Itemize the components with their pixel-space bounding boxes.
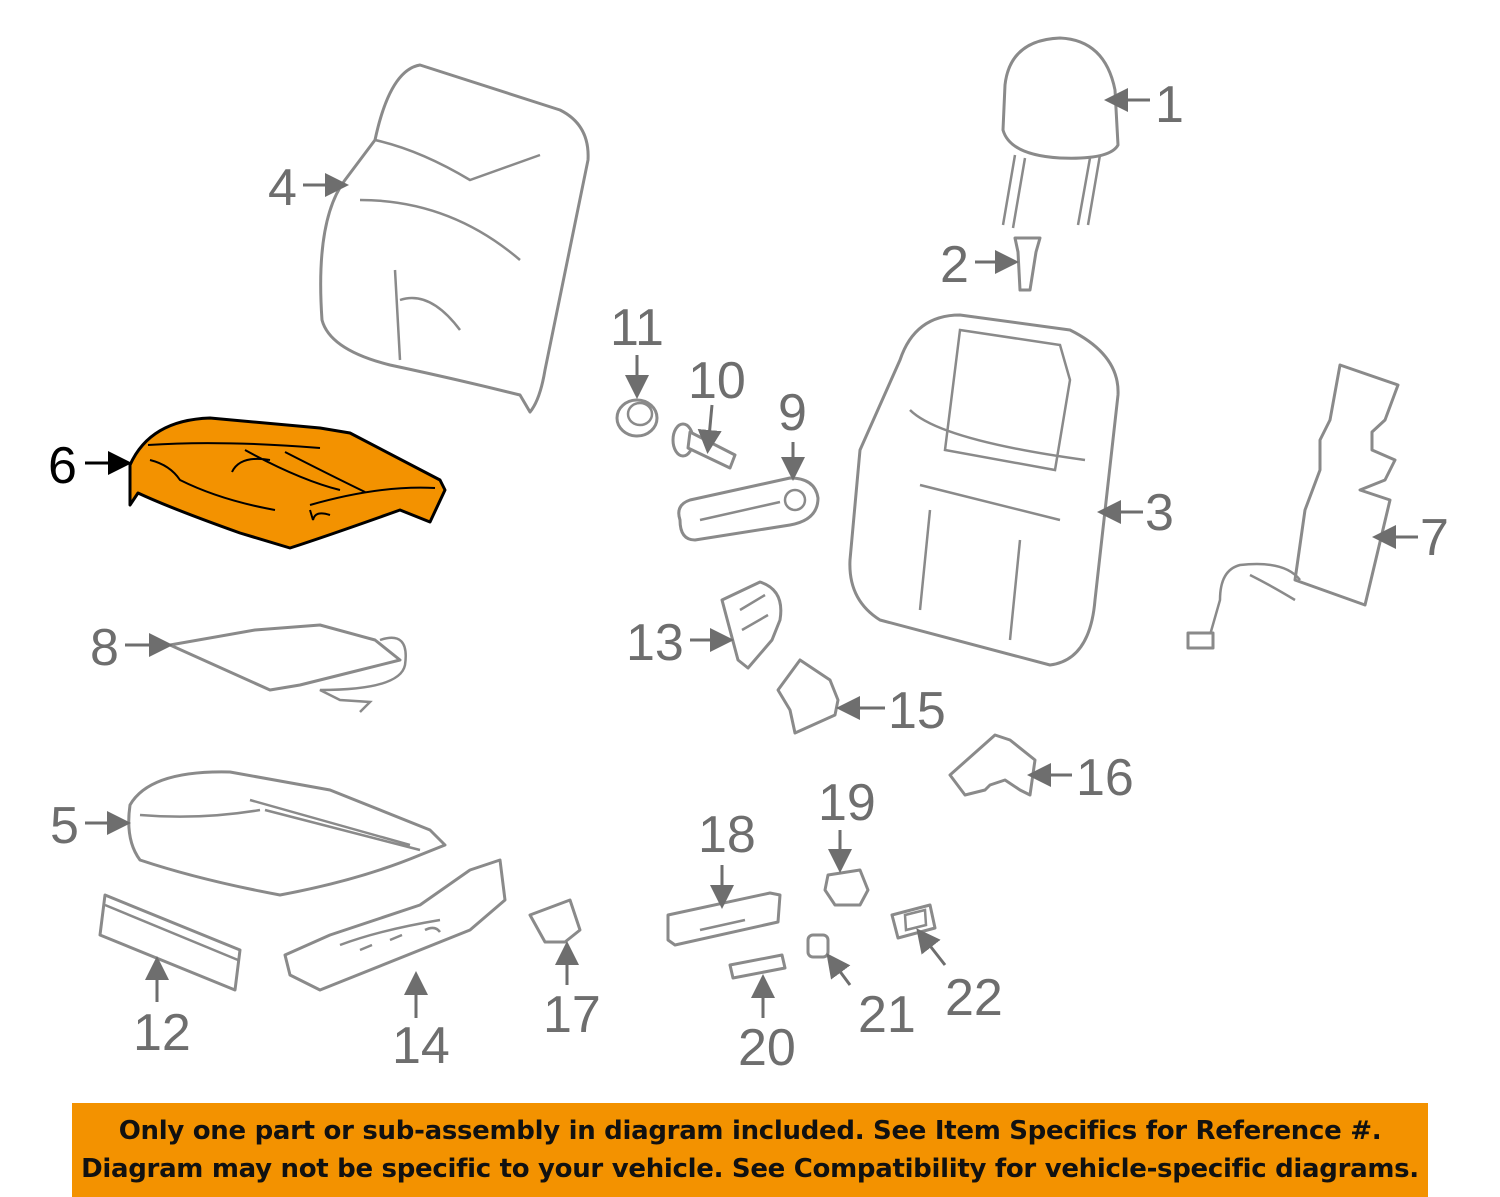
callout-4[interactable]: 4 xyxy=(268,159,297,217)
part-8-heater[interactable] xyxy=(168,623,407,713)
part-3-seat-back-pad[interactable] xyxy=(848,313,1120,667)
callout-20[interactable]: 20 xyxy=(738,1019,796,1077)
part-21-knob[interactable] xyxy=(806,933,830,959)
callout-19[interactable]: 19 xyxy=(818,774,876,832)
part-12-trim[interactable] xyxy=(98,893,242,992)
disclaimer-line-2: Diagram may not be specific to your vehi… xyxy=(81,1154,1419,1184)
callout-1[interactable]: 1 xyxy=(1155,76,1184,134)
part-22-switch[interactable] xyxy=(890,903,937,940)
part-11-clip[interactable] xyxy=(615,398,659,438)
callout-12[interactable]: 12 xyxy=(133,1004,191,1062)
part-7-heater[interactable] xyxy=(1186,363,1400,650)
callout-13[interactable]: 13 xyxy=(626,614,684,672)
callout-9[interactable]: 9 xyxy=(778,384,807,442)
parts-diagram: 1 2 3 4 5 6 7 8 9 10 11 12 13 14 15 16 1… xyxy=(48,36,1449,1077)
callout-11[interactable]: 11 xyxy=(610,299,664,357)
callout-18[interactable]: 18 xyxy=(698,806,756,864)
part-10-pin[interactable] xyxy=(671,422,737,470)
part-5-seat-cushion-pad[interactable] xyxy=(127,770,447,897)
callout-8[interactable]: 8 xyxy=(90,619,119,677)
leader-arrows xyxy=(85,88,1418,1018)
callout-22[interactable]: 22 xyxy=(945,969,1003,1027)
part-6-seat-cushion-cover-selected[interactable] xyxy=(128,416,447,550)
callout-3[interactable]: 3 xyxy=(1145,484,1174,542)
callout-21[interactable]: 21 xyxy=(858,986,916,1044)
part-15-bracket[interactable] xyxy=(776,658,840,735)
part-1-headrest[interactable] xyxy=(1001,36,1120,229)
part-2-guide[interactable] xyxy=(1013,236,1042,292)
callout-10[interactable]: 10 xyxy=(688,352,746,410)
callout-15[interactable]: 15 xyxy=(888,682,946,740)
part-18-switch[interactable] xyxy=(666,891,782,947)
callout-14[interactable]: 14 xyxy=(392,1017,450,1075)
part-9-knob[interactable] xyxy=(677,476,820,542)
part-14-side-cover[interactable] xyxy=(283,858,507,992)
callout-2[interactable]: 2 xyxy=(940,236,969,294)
part-16-bracket[interactable] xyxy=(948,733,1037,797)
part-17-knob[interactable] xyxy=(528,898,582,944)
part-13-cover[interactable] xyxy=(720,580,783,670)
disclaimer-line-1: Only one part or sub-assembly in diagram… xyxy=(118,1116,1382,1146)
callout-7[interactable]: 7 xyxy=(1420,509,1449,567)
callout-6-selected[interactable]: 6 xyxy=(48,437,77,495)
part-20-knob[interactable] xyxy=(728,953,787,980)
callout-17[interactable]: 17 xyxy=(543,986,601,1044)
disclaimer-banner: Only one part or sub-assembly in diagram… xyxy=(72,1103,1428,1197)
callout-16[interactable]: 16 xyxy=(1076,749,1134,807)
part-4-seat-back-cover[interactable] xyxy=(319,63,590,414)
callout-5[interactable]: 5 xyxy=(50,797,79,855)
part-19-switch[interactable] xyxy=(823,868,870,907)
